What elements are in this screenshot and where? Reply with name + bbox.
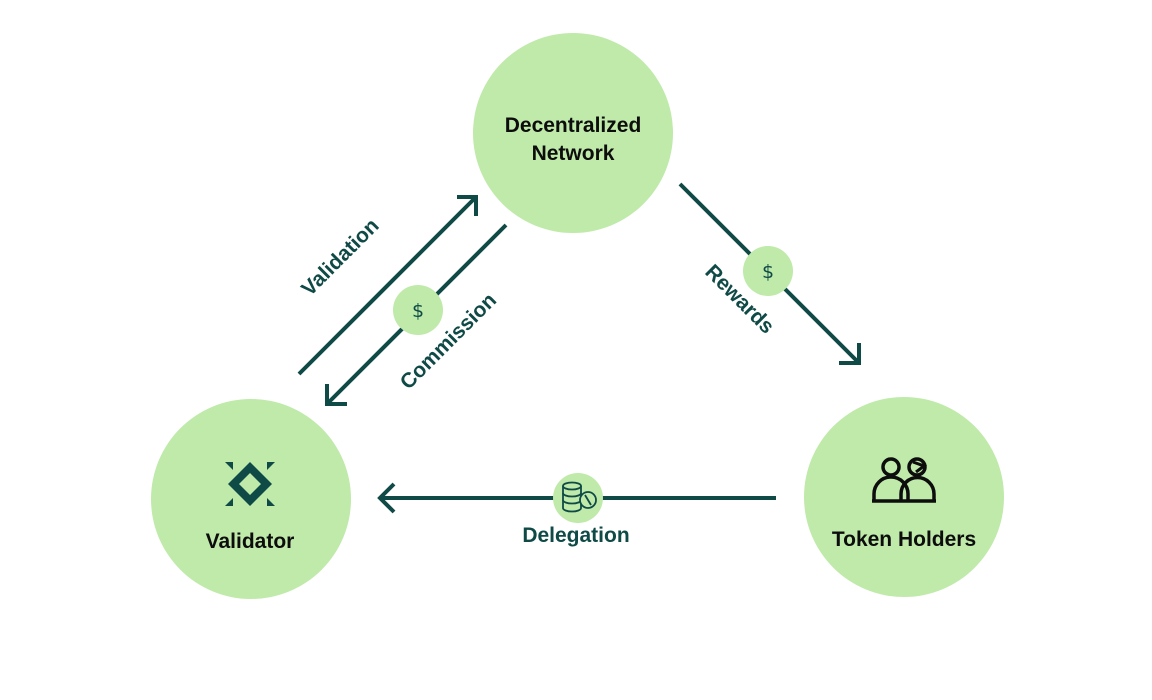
commission-dollar-badge [393,285,443,335]
network-label-line1: Decentralized [505,114,642,137]
rewards-arrowhead [839,343,861,365]
commission-dollar-symbol: $ [412,300,424,322]
token-holders-label: Token Holders [832,528,976,551]
delegation-arrowhead [377,482,396,514]
rewards-dollar-badge [743,246,793,296]
network-label-line2: Network [532,142,615,165]
validation-arrow-line [297,195,478,376]
rewards-dollar-symbol: $ [762,261,774,283]
validator-label: Validator [206,530,295,553]
validation-arrowhead [457,195,478,216]
token-holders-node [804,397,1004,597]
token-holders-icon [872,457,936,503]
validation-label: Validation [297,214,383,300]
delegation-label: Delegation [522,524,629,547]
coins-icon [562,481,597,513]
commission-arrowhead [325,384,347,406]
validator-logo-icon [225,462,275,506]
network-node [473,33,673,233]
